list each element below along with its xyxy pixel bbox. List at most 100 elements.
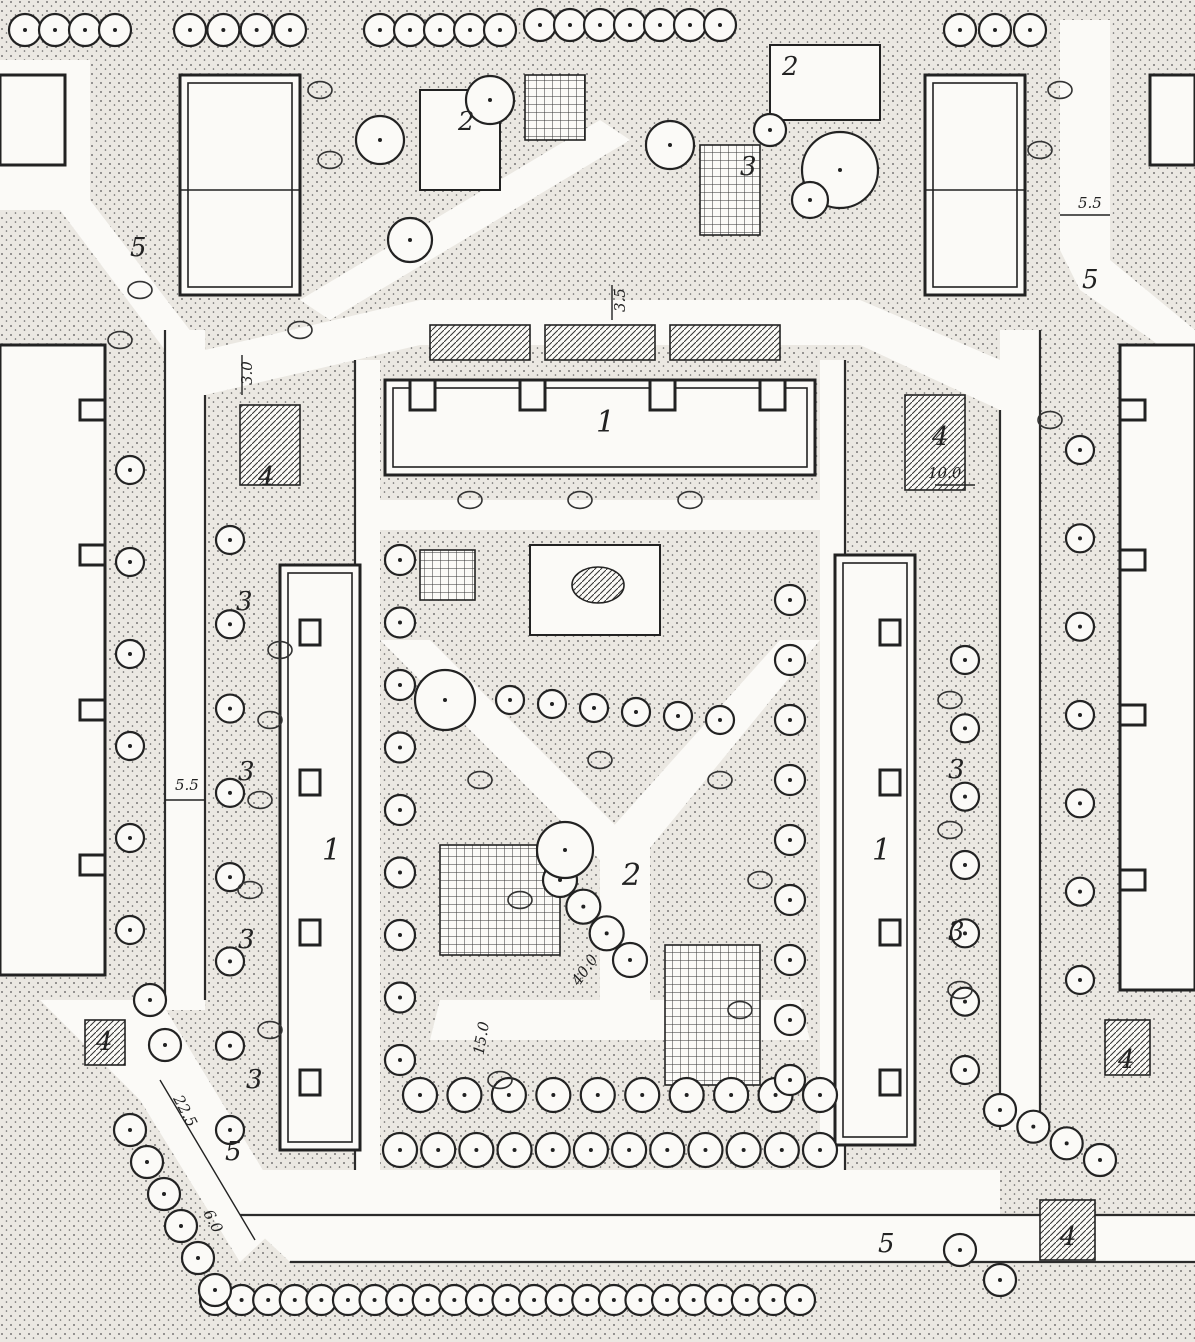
tree-icon [942, 12, 978, 48]
tree-icon [214, 777, 246, 808]
tree-icon [494, 684, 526, 716]
tree-icon [132, 982, 168, 1018]
dimension-lines [159, 214, 1110, 1241]
tree-icon [704, 704, 736, 736]
tree-icon [949, 986, 981, 1017]
tree-icon [565, 888, 602, 925]
tree-icon [552, 7, 588, 43]
label-yard-west-2: 3 [238, 757, 255, 787]
label-utility-se-2: 4 [1059, 1222, 1077, 1252]
tree-icon [214, 524, 246, 556]
tree-icon [773, 823, 807, 857]
label-yard-west-3: 3 [238, 925, 255, 955]
tree-icon [67, 12, 103, 48]
tree-icon [163, 1208, 199, 1244]
bush-icon [677, 490, 703, 510]
tree-icon [383, 1043, 417, 1077]
tree-icon [534, 1131, 571, 1169]
bush-icon [567, 490, 593, 510]
tree-icon [650, 1283, 684, 1317]
bush-icon [107, 330, 133, 350]
tree-icon [206, 12, 241, 48]
tree-icon [129, 1144, 165, 1180]
label-courtyard-center: 2 [621, 858, 641, 893]
tree-icon [114, 730, 146, 762]
tree-icon [773, 643, 807, 677]
tree-icon [214, 1114, 246, 1146]
label-building-east: 1 [872, 833, 891, 868]
label-utility-sw: 4 [95, 1027, 113, 1057]
zone-labels: 1 1 1 2 2 2 3 3 3 3 3 3 3 4 4 4 4 4 5 5 … [95, 52, 1135, 1259]
dim-center-path: 15.0 [470, 1020, 494, 1056]
tree-icon [383, 856, 417, 889]
bush-icon [467, 770, 493, 790]
bush-icon [747, 870, 773, 890]
tree-icon [214, 693, 246, 724]
tree-icon [383, 543, 417, 577]
bush-icon [707, 770, 733, 790]
tree-icon [383, 731, 417, 764]
paved-areas [419, 44, 881, 1086]
neighbour-buildings [0, 73, 1195, 992]
tree-icon [1064, 523, 1096, 554]
label-playground-nw: 2 [457, 107, 475, 137]
label-yard-east-1: 3 [948, 755, 965, 785]
dim-ne-utility: 10.0 [928, 464, 962, 482]
tree-icon [1082, 1142, 1118, 1178]
tree-icon [452, 12, 488, 48]
tree-icon [146, 1176, 182, 1212]
tree-icon [982, 1262, 1018, 1298]
label-utility-nw: 4 [257, 462, 275, 492]
tree-icon [801, 1131, 839, 1169]
tree-icon [1064, 876, 1096, 907]
tree-icon [1064, 964, 1096, 996]
bush-icon [587, 750, 613, 770]
tree-icon [383, 606, 417, 639]
tree-icon [446, 1076, 483, 1114]
tree-icon [522, 7, 558, 43]
tree-icon [114, 546, 146, 578]
bush-icon [287, 320, 313, 340]
label-playground-ne: 2 [781, 52, 799, 82]
tree-icon [114, 914, 146, 946]
tree-icon [582, 7, 618, 43]
tree-icon [172, 12, 208, 48]
tree-icon [97, 12, 133, 48]
tree-icon [383, 668, 417, 702]
bush-icon [237, 880, 263, 900]
tree-icon [535, 820, 595, 880]
tree-icon [713, 1076, 750, 1114]
label-road-ne: 5 [1082, 265, 1099, 295]
tree-icon [392, 12, 428, 48]
tree-icon [112, 1112, 148, 1148]
tree-icon [773, 703, 807, 737]
tree-icon [214, 609, 246, 640]
tree-icon [114, 454, 146, 486]
tree-icon [458, 1131, 495, 1169]
bush-icon [317, 150, 343, 170]
tree-icon [752, 112, 788, 148]
tree-icon [496, 1131, 533, 1169]
tree-icon [773, 943, 807, 977]
tree-icon [354, 114, 406, 166]
tree-icon [180, 1240, 216, 1276]
bush-icon [257, 710, 283, 730]
tree-icon [773, 583, 807, 617]
bush-icon [937, 820, 963, 840]
bush-icon [1027, 140, 1053, 160]
label-road-sw: 5 [225, 1137, 242, 1167]
tree-icon [536, 688, 568, 720]
tree-icon [612, 7, 648, 43]
building-east [833, 553, 917, 1147]
tree-icon [422, 12, 458, 48]
tree-icon [1064, 699, 1096, 731]
bush-icon [947, 980, 973, 1000]
tree-icon [949, 644, 981, 676]
tree-icon [214, 946, 246, 977]
bush-icon [247, 790, 273, 810]
tree-icon [1064, 611, 1096, 642]
tree-icon [272, 12, 308, 48]
tree-icon [401, 1076, 439, 1114]
tree-icon [1049, 1126, 1084, 1161]
dim-north-path: 3.5 [611, 288, 629, 312]
